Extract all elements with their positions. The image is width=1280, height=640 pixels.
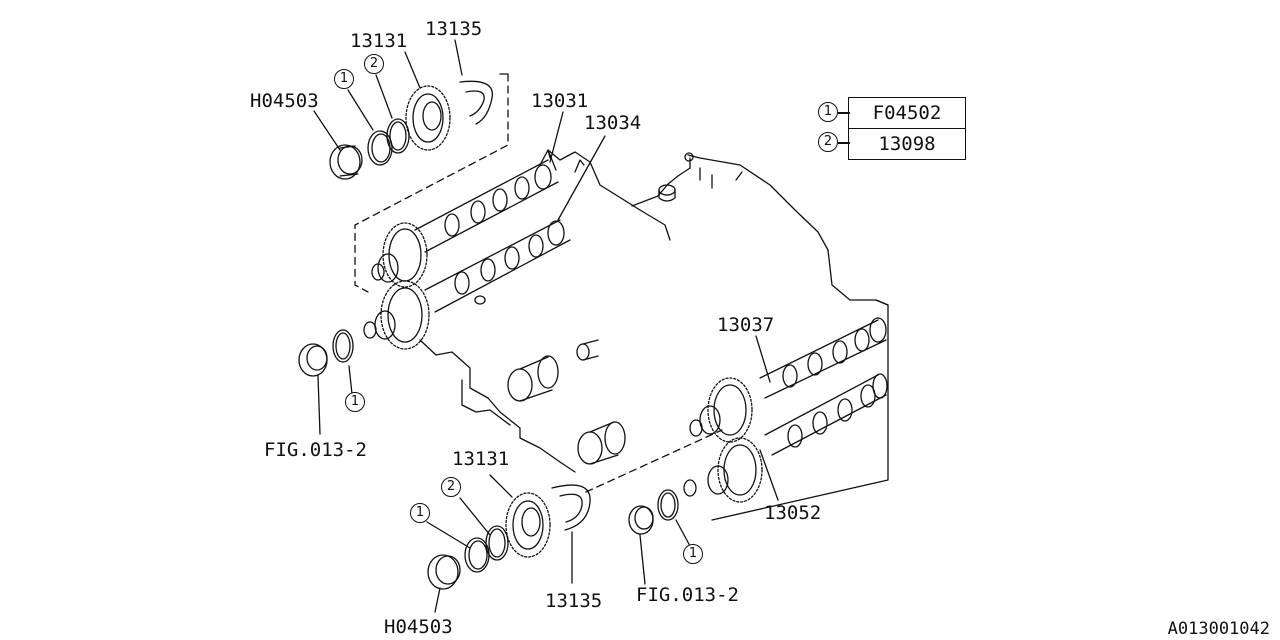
label-13034: 13034 bbox=[584, 112, 642, 134]
callout-1-left: 1 bbox=[345, 392, 365, 412]
label-13031: 13031 bbox=[531, 90, 589, 112]
legend-row-1: F04502 bbox=[849, 98, 965, 128]
cam-sprocket-upper-a bbox=[371, 222, 428, 288]
label-13131-bottom: 13131 bbox=[452, 448, 510, 470]
camshaft-right-exhaust bbox=[764, 373, 888, 456]
camshaft-right-intake bbox=[711, 299, 889, 521]
callout-1-right: 1 bbox=[683, 544, 703, 564]
clip-13135-top bbox=[459, 80, 494, 125]
label-13135-top: 13135 bbox=[425, 18, 483, 40]
cam-sprocket-right-a bbox=[689, 377, 753, 443]
label-13131-top: 13131 bbox=[350, 30, 408, 52]
legend-tick-1 bbox=[838, 112, 850, 114]
clip-13135-bottom bbox=[551, 484, 591, 531]
lifter-b bbox=[577, 421, 626, 465]
lifter-a bbox=[507, 355, 559, 402]
ring-1-left bbox=[332, 329, 354, 363]
legend-code-1: F04502 bbox=[872, 102, 942, 124]
legend-tick-2 bbox=[838, 142, 850, 144]
cam-sprocket-upper-b bbox=[363, 280, 430, 350]
callout-1-bottom: 1 bbox=[410, 503, 430, 523]
lifter-c bbox=[576, 339, 599, 361]
sprocket-13131-bottom bbox=[505, 492, 551, 558]
camshaft-upper-exhaust bbox=[424, 219, 571, 313]
leader-lines bbox=[313, 39, 779, 613]
label-13037: 13037 bbox=[717, 314, 775, 336]
seal-h04503-top bbox=[329, 144, 363, 180]
cylinder-head-outline bbox=[419, 149, 889, 473]
legend-key-2: 2 bbox=[818, 132, 838, 152]
label-fig-left: FIG.013-2 bbox=[264, 439, 367, 461]
label-13052: 13052 bbox=[764, 502, 822, 524]
ring-1-top bbox=[367, 130, 393, 166]
reference-code: A013001042 bbox=[1167, 619, 1270, 639]
cam-sprocket-right-b bbox=[683, 437, 763, 503]
seal-right-lower bbox=[628, 505, 654, 535]
legend-key-1: 1 bbox=[818, 102, 838, 122]
sprocket-13131-top bbox=[405, 85, 451, 151]
dashed-group-boxes bbox=[354, 73, 723, 493]
label-13135-bottom: 13135 bbox=[545, 590, 603, 612]
callout-2-bottom: 2 bbox=[441, 477, 461, 497]
label-fig-right: FIG.013-2 bbox=[636, 584, 739, 606]
legend-table: F04502 13098 bbox=[848, 97, 966, 160]
label-h04503-bottom: H04503 bbox=[384, 616, 453, 638]
seal-left-lower bbox=[298, 343, 328, 377]
legend-row-2: 13098 bbox=[849, 128, 965, 159]
ring-2-top bbox=[386, 118, 410, 154]
ring-2-bottom bbox=[485, 525, 509, 561]
ring-1-right bbox=[657, 489, 679, 521]
callout-1-top: 1 bbox=[334, 69, 354, 89]
camshaft-upper-intake bbox=[414, 149, 559, 253]
seal-h04503-bottom bbox=[427, 554, 461, 590]
callout-2-top: 2 bbox=[364, 54, 384, 74]
label-h04503-top: H04503 bbox=[250, 90, 319, 112]
legend-code-2: 13098 bbox=[878, 133, 936, 155]
